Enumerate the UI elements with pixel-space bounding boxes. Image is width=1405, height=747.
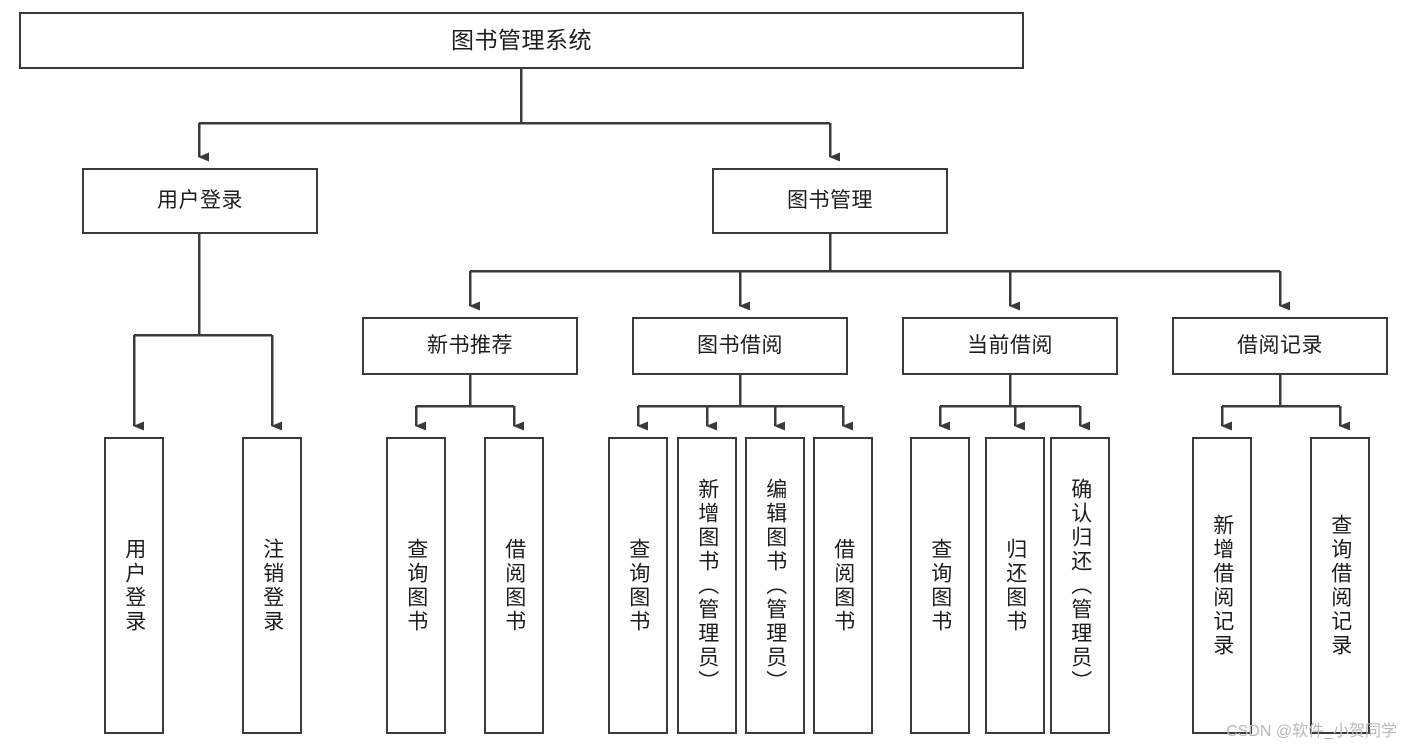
node-leaf-borrow-book-1[interactable]: 借阅图书: [484, 437, 544, 734]
node-leaf-borrow-book-1-label: 借阅图书: [502, 537, 526, 634]
node-current-borrow[interactable]: 当前借阅: [902, 317, 1118, 375]
node-borrow-records[interactable]: 借阅记录: [1172, 317, 1388, 375]
node-leaf-add-borrow-record-label: 新增借阅记录: [1210, 513, 1234, 658]
node-leaf-user-login-label: 用户登录: [122, 537, 146, 634]
node-leaf-query-borrow-record-label: 查询借阅记录: [1328, 513, 1352, 658]
node-leaf-add-borrow-record[interactable]: 新增借阅记录: [1192, 437, 1252, 734]
node-leaf-query-book-3-label: 查询图书: [928, 537, 952, 634]
node-root[interactable]: 图书管理系统: [19, 12, 1024, 69]
node-leaf-return-book-label: 归还图书: [1003, 537, 1027, 634]
node-leaf-add-book-admin[interactable]: 新增图书（管理员）: [677, 437, 737, 734]
watermark-text: CSDN @软件_小贺同学: [1226, 723, 1397, 740]
node-leaf-user-logout[interactable]: 注销登录: [242, 437, 302, 734]
node-leaf-borrow-book-2[interactable]: 借阅图书: [813, 437, 873, 734]
node-borrow-records-label: 借阅记录: [1237, 334, 1323, 358]
node-new-book-recommend-label: 新书推荐: [427, 334, 513, 358]
node-leaf-user-login[interactable]: 用户登录: [104, 437, 164, 734]
node-root-label: 图书管理系统: [451, 27, 592, 54]
node-leaf-confirm-return-admin-label: 确认归还（管理员）: [1068, 477, 1092, 694]
node-leaf-return-book[interactable]: 归还图书: [985, 437, 1045, 734]
node-leaf-edit-book-admin[interactable]: 编辑图书（管理员）: [745, 437, 805, 734]
node-new-book-recommend[interactable]: 新书推荐: [362, 317, 578, 375]
node-leaf-user-logout-label: 注销登录: [260, 537, 284, 634]
node-leaf-add-book-admin-label: 新增图书（管理员）: [695, 477, 719, 694]
node-book-borrow[interactable]: 图书借阅: [632, 317, 848, 375]
node-leaf-confirm-return-admin[interactable]: 确认归还（管理员）: [1050, 437, 1110, 734]
node-leaf-query-book-3[interactable]: 查询图书: [910, 437, 970, 734]
node-leaf-query-book-1[interactable]: 查询图书: [386, 437, 446, 734]
node-book-borrow-label: 图书借阅: [697, 334, 783, 358]
node-leaf-edit-book-admin-label: 编辑图书（管理员）: [763, 477, 787, 694]
node-book-management-label: 图书管理: [787, 189, 873, 213]
node-current-borrow-label: 当前借阅: [967, 334, 1053, 358]
node-user-login[interactable]: 用户登录: [82, 168, 318, 234]
node-leaf-borrow-book-2-label: 借阅图书: [831, 537, 855, 634]
node-user-login-label: 用户登录: [157, 189, 243, 213]
node-leaf-query-book-2-label: 查询图书: [626, 537, 650, 634]
node-book-management[interactable]: 图书管理: [712, 168, 948, 234]
node-leaf-query-book-1-label: 查询图书: [404, 537, 428, 634]
node-leaf-query-book-2[interactable]: 查询图书: [608, 437, 668, 734]
node-leaf-query-borrow-record[interactable]: 查询借阅记录: [1310, 437, 1370, 734]
